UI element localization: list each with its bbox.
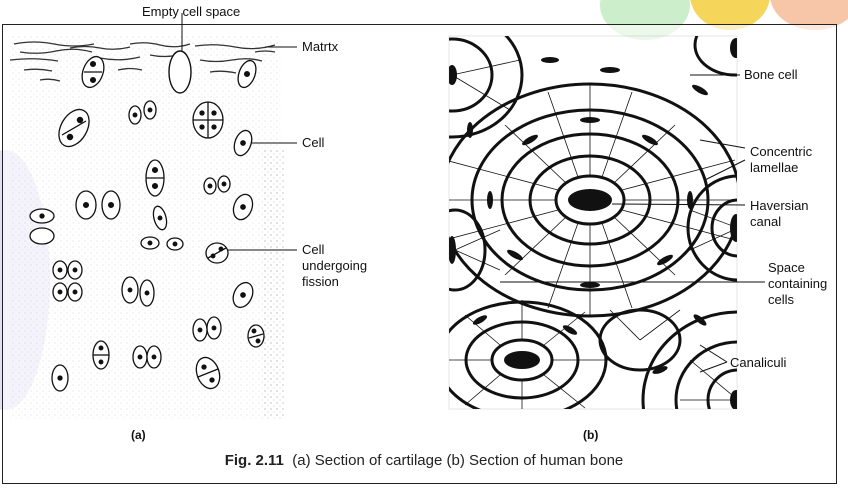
label-lamellae-1: Concentric <box>750 144 813 159</box>
figure-caption: Fig. 2.11 (a) Section of cartilage (b) S… <box>0 452 848 469</box>
label-bone-cell: Bone cell <box>744 67 798 82</box>
label-space-1: Space <box>768 260 805 275</box>
panel-b-id: (b) <box>583 428 598 442</box>
cartilage-section <box>10 13 297 420</box>
label-cell: Cell <box>302 135 325 150</box>
cell-pair <box>146 160 164 196</box>
cell <box>52 365 68 391</box>
cell-pair <box>206 243 228 263</box>
empty-cell-space <box>169 51 191 93</box>
haversian-canal <box>568 189 612 211</box>
bone-section <box>382 13 833 488</box>
cell-quad <box>193 102 223 138</box>
cell <box>167 238 183 250</box>
label-space-2: containing <box>768 276 827 291</box>
label-haversian-1: Haversian <box>750 198 809 213</box>
cell <box>102 191 120 219</box>
cell <box>204 178 216 194</box>
label-fission-1: Cell <box>302 242 325 257</box>
label-fission-2: undergoing <box>302 258 367 273</box>
cell <box>141 237 159 249</box>
cell <box>30 209 54 223</box>
caption-fig-number: Fig. 2.11 <box>225 452 284 469</box>
cell <box>76 191 96 219</box>
panel-a-id: (a) <box>131 428 146 442</box>
cell <box>129 106 141 124</box>
label-space-3: cells <box>768 292 795 307</box>
label-haversian-2: canal <box>750 214 781 229</box>
label-empty-cell-space: Empty cell space <box>142 4 240 19</box>
caption-text: (a) Section of cartilage (b) Section of … <box>292 452 623 469</box>
cell-pair <box>248 325 264 347</box>
cell <box>30 228 54 244</box>
cell <box>218 176 230 192</box>
label-lamellae-2: lamellae <box>750 160 798 175</box>
label-matrix: Matrtx <box>302 39 339 54</box>
cell <box>144 101 156 119</box>
label-canaliculi: Canaliculi <box>730 355 786 370</box>
cell-pair <box>93 341 109 369</box>
label-fission-3: fission <box>302 274 339 289</box>
